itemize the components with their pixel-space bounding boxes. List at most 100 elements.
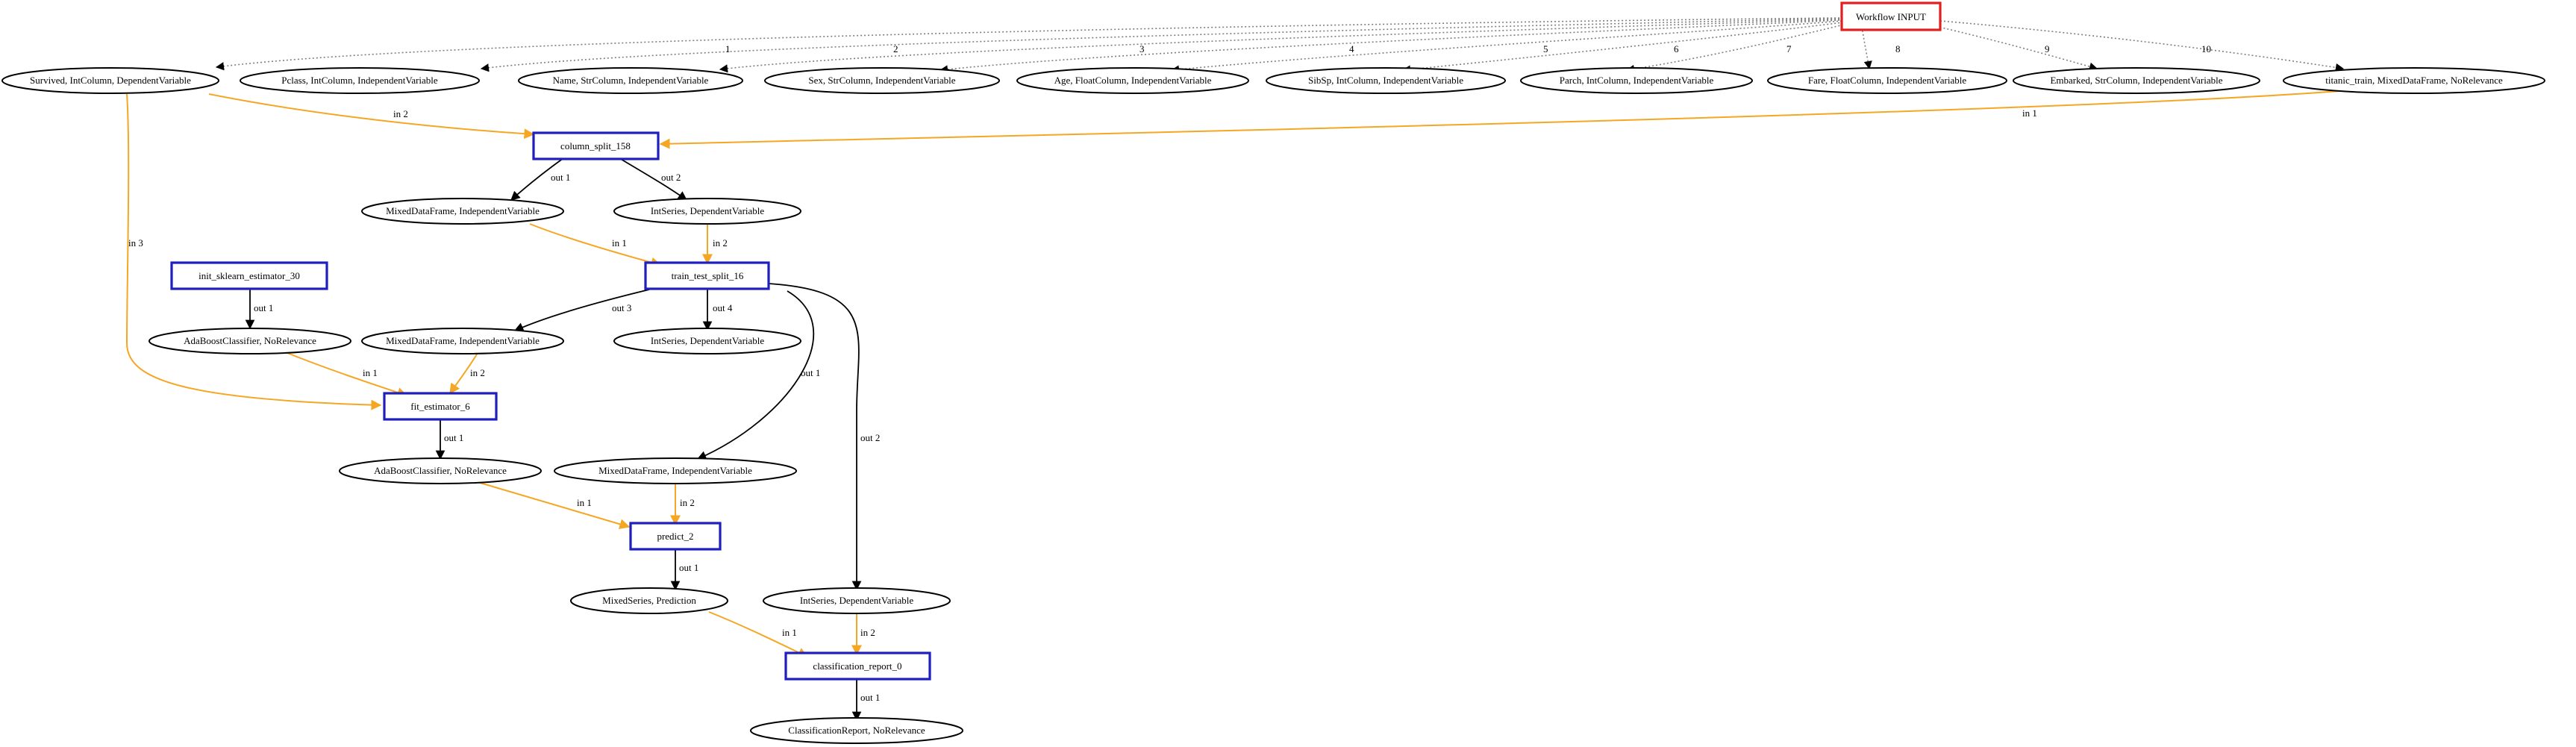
edge-label-input-4: 4 — [1349, 43, 1354, 54]
column-node-name[interactable]: Name, StrColumn, IndependentVariable — [518, 67, 743, 94]
data-node-mdf-independent-2-label: MixedDataFrame, IndependentVariable — [386, 335, 540, 346]
column-node-parch-label: Parch, IntColumn, IndependentVariable — [1560, 75, 1714, 86]
data-node-intseries-dependent-2[interactable]: IntSeries, DependentVariable — [613, 328, 801, 354]
process-node-predict[interactable]: predict_2 — [629, 522, 722, 551]
model-node-adaboost-2-label: AdaBoostClassifier, NoRelevance — [374, 465, 507, 476]
workflow-input-label: Workflow INPUT — [1856, 11, 1926, 22]
edge-label-mdf-to-tts: in 1 — [612, 237, 627, 249]
process-node-fit-estimator-label: fit_estimator_6 — [410, 401, 470, 412]
process-node-column-split[interactable]: column_split_158 — [532, 131, 660, 160]
edge-split-out-1 — [510, 157, 564, 201]
edge-ada-to-predict — [477, 481, 631, 530]
column-node-embarked-label: Embarked, StrColumn, IndependentVariable — [2050, 75, 2222, 86]
dataset-node-titanic-train[interactable]: titanic_train, MixedDataFrame, NoRelevan… — [2283, 67, 2545, 94]
edge-tts-out-3 — [513, 289, 650, 332]
edge-label-survived-to-fit: in 3 — [128, 237, 143, 249]
edge-survived-to-fit — [125, 93, 382, 410]
dataset-node-titanic-train-label: titanic_train, MixedDataFrame, NoRelevan… — [2325, 75, 2503, 86]
edge-mdf-to-tts — [529, 223, 662, 268]
edge-label-ada-to-fit: in 1 — [363, 367, 378, 378]
column-node-parch[interactable]: Parch, IntColumn, IndependentVariable — [1520, 67, 1753, 94]
edge-tts-out-1 — [696, 290, 815, 460]
result-node-classification-report[interactable]: ClassificationReport, NoRelevance — [750, 717, 963, 744]
data-node-mdf-independent-1[interactable]: MixedDataFrame, IndependentVariable — [361, 198, 564, 225]
edge-input-4 — [939, 19, 1840, 74]
edge-input-10 — [1939, 20, 2345, 72]
edge-input-3 — [719, 19, 1840, 73]
column-node-fare[interactable]: Fare, FloatColumn, IndependentVariable — [1767, 67, 2007, 94]
edge-label-tts-out-2: out 2 — [860, 432, 880, 443]
edge-label-input-1: 1 — [725, 43, 731, 54]
edge-pred-to-report — [708, 611, 809, 657]
column-node-age[interactable]: Age, FloatColumn, IndependentVariable — [1016, 67, 1249, 94]
edge-label-input-10: 10 — [2201, 43, 2211, 54]
data-node-intseries-dependent-1[interactable]: IntSeries, DependentVariable — [613, 198, 801, 225]
edge-label-mdf-to-predict: in 2 — [680, 497, 695, 508]
edge-label-titanic-to-split: in 1 — [2022, 107, 2037, 119]
process-node-column-split-label: column_split_158 — [560, 140, 631, 151]
edge-tts-out-2 — [768, 283, 862, 591]
edge-label-input-5: 5 — [1543, 43, 1548, 54]
edge-label-survived-to-split: in 2 — [393, 108, 408, 119]
edge-label-tts-out-1: out 1 — [801, 367, 820, 378]
edge-label-ints-to-tts: in 2 — [713, 237, 728, 249]
column-node-embarked[interactable]: Embarked, StrColumn, IndependentVariable — [2013, 67, 2260, 94]
column-node-sibsp-label: SibSp, IntColumn, IndependentVariable — [1308, 75, 1463, 86]
data-node-mdf-independent-3[interactable]: MixedDataFrame, IndependentVariable — [554, 457, 797, 484]
column-node-pclass-label: Pclass, IntColumn, IndependentVariable — [281, 75, 438, 86]
edge-label-predict-out-1: out 1 — [679, 562, 698, 573]
edge-label-input-3: 3 — [1139, 43, 1145, 54]
process-node-init-estimator-label: init_sklearn_estimator_30 — [198, 270, 300, 281]
edge-label-tts-out-3: out 3 — [612, 302, 631, 313]
model-node-adaboost-1-label: AdaBoostClassifier, NoRelevance — [184, 335, 316, 346]
column-node-survived-label: Survived, IntColumn, DependentVariable — [30, 75, 191, 86]
edge-label-input-9: 9 — [2045, 43, 2050, 54]
column-node-age-label: Age, FloatColumn, IndependentVariable — [1054, 75, 1212, 86]
data-node-intseries-dependent-3-label: IntSeries, DependentVariable — [800, 595, 914, 606]
data-node-mdf-independent-1-label: MixedDataFrame, IndependentVariable — [386, 205, 540, 216]
model-node-adaboost-2[interactable]: AdaBoostClassifier, NoRelevance — [339, 457, 542, 484]
edge-survived-to-split — [208, 93, 535, 140]
edge-input-8 — [1861, 26, 1872, 70]
workflow-input-node[interactable]: Workflow INPUT — [1840, 1, 1942, 31]
process-node-train-test-split-label: train_test_split_16 — [672, 270, 744, 281]
column-node-survived[interactable]: Survived, IntColumn, DependentVariable — [1, 67, 219, 94]
column-node-sibsp[interactable]: SibSp, IntColumn, IndependentVariable — [1266, 67, 1506, 94]
process-node-predict-label: predict_2 — [657, 531, 693, 542]
edge-label-split-out-2: out 2 — [661, 172, 681, 183]
edge-label-tts-out-4: out 4 — [713, 302, 733, 313]
process-node-init-estimator[interactable]: init_sklearn_estimator_30 — [170, 261, 328, 290]
edge-label-init-out-1: out 1 — [254, 302, 273, 313]
edge-labels: 1 2 3 4 5 6 7 8 9 10 in 1 in 2 in 3 out … — [128, 43, 2211, 703]
edge-label-split-out-1: out 1 — [551, 172, 570, 183]
process-node-classification-report-label: classification_report_0 — [813, 660, 901, 672]
edge-label-input-6: 6 — [1674, 43, 1679, 54]
data-node-mdf-independent-2[interactable]: MixedDataFrame, IndependentVariable — [361, 328, 564, 354]
edge-label-input-8: 8 — [1895, 43, 1901, 54]
column-node-sex[interactable]: Sex, StrColumn, IndependentVariable — [764, 67, 1000, 94]
data-node-intseries-dependent-2-label: IntSeries, DependentVariable — [651, 335, 765, 346]
process-node-train-test-split[interactable]: train_test_split_16 — [644, 261, 770, 290]
edge-titanic-to-split — [659, 90, 2340, 149]
data-node-intseries-dependent-1-label: IntSeries, DependentVariable — [651, 205, 765, 216]
edge-label-input-7: 7 — [1786, 43, 1792, 54]
model-node-adaboost-1[interactable]: AdaBoostClassifier, NoRelevance — [149, 328, 351, 354]
data-node-mixedseries-prediction[interactable]: MixedSeries, Prediction — [570, 587, 728, 614]
process-node-fit-estimator[interactable]: fit_estimator_6 — [383, 392, 498, 421]
data-node-intseries-dependent-3[interactable]: IntSeries, DependentVariable — [763, 587, 951, 614]
edge-label-fit-out-1: out 1 — [444, 432, 463, 443]
edge-mdf-to-fit — [449, 352, 478, 395]
edge-label-ints-to-report: in 2 — [860, 627, 875, 638]
data-node-mixedseries-prediction-label: MixedSeries, Prediction — [602, 595, 696, 606]
column-node-pclass[interactable]: Pclass, IntColumn, IndependentVariable — [240, 67, 480, 94]
edge-split-out-2 — [619, 157, 688, 201]
process-node-classification-report[interactable]: classification_report_0 — [784, 651, 931, 681]
result-node-classification-report-label: ClassificationReport, NoRelevance — [788, 725, 925, 736]
data-node-mdf-independent-3-label: MixedDataFrame, IndependentVariable — [598, 465, 752, 476]
edge-label-pred-to-report: in 1 — [782, 627, 797, 638]
edge-input-1 — [215, 17, 1840, 71]
edges — [125, 17, 2345, 722]
edge-label-mdf-to-fit: in 2 — [470, 367, 485, 378]
